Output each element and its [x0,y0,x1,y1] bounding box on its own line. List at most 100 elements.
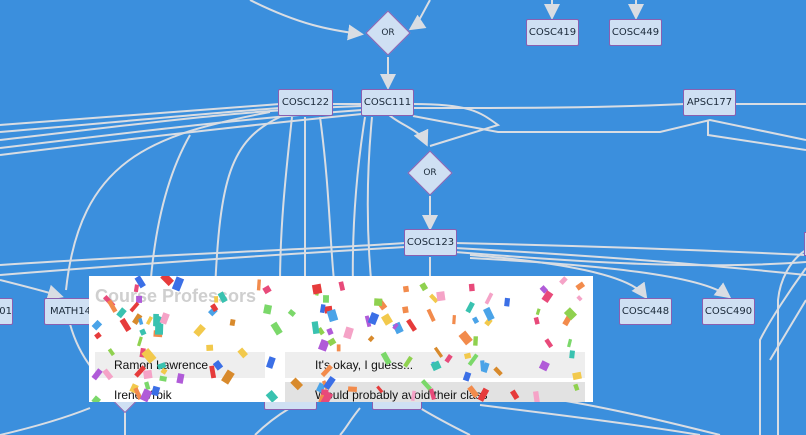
confetti-piece [322,295,329,303]
confetti-piece [343,326,354,340]
confetti-piece [154,323,164,335]
confetti-piece [429,293,439,304]
confetti-piece [119,317,132,332]
course-professors-popup: Course Professors Ramon Lawrence It's ok… [89,276,593,402]
confetti-piece [465,301,475,314]
confetti-piece [483,306,495,322]
course-node-math14x[interactable]: MATH14? [44,298,94,325]
professor-name: Irene Vrbik [114,388,172,402]
confetti-piece [367,311,380,326]
confetti-piece [472,316,480,325]
confetti-piece [153,330,163,338]
confetti-piece [576,295,583,302]
confetti-piece [116,307,127,319]
confetti-piece [402,306,409,314]
confetti-piece [392,321,404,335]
confetti-piece [315,287,321,296]
course-label: COSC122 [281,97,330,108]
confetti-piece [392,322,399,330]
course-node-cosc419[interactable]: COSC419 [526,19,579,46]
confetti-piece [535,308,541,316]
confetti-piece [374,298,383,307]
course-label: COSC449 [611,27,660,38]
confetti-piece [364,315,372,328]
confetti-piece [159,312,170,325]
or-gate-node[interactable]: OR [407,150,453,196]
or-gate-node[interactable]: OR [365,10,411,56]
popup-title: Course Professors [95,286,257,306]
confetti-piece [263,304,273,315]
course-node-offscreen[interactable] [804,232,806,256]
confetti-piece [206,344,214,351]
confetti-piece [317,327,325,336]
professor-comment: Would probably avoid their class [285,382,585,402]
course-node-cosc448[interactable]: COSC448 [619,298,672,325]
confetti-piece [208,306,218,317]
confetti-piece [468,283,475,292]
confetti-piece [336,344,341,352]
or-gate-label: OR [381,28,395,38]
confetti-piece [562,315,572,327]
confetti-piece [132,313,143,325]
confetti-piece [256,279,261,291]
course-node-cosc449[interactable]: COSC449 [609,19,662,46]
confetti-piece [406,318,417,332]
confetti-piece [319,304,326,314]
confetti-piece [484,292,494,305]
confetti-piece [436,291,446,302]
confetti-piece [381,313,393,326]
course-label: COSC419 [528,27,577,38]
confetti-piece [91,319,103,331]
confetti-piece [311,283,323,295]
confetti-piece [266,356,276,369]
confetti-piece [338,281,346,291]
confetti-piece [153,313,159,327]
confetti-piece [458,330,473,346]
confetti-piece [504,297,511,307]
confetti-piece [139,328,147,336]
course-node-cosc111[interactable]: COSC111 [361,89,414,116]
confetti-piece [402,285,410,293]
course-label: COSC448 [621,306,670,317]
confetti-piece [229,319,236,327]
confetti-piece [544,338,554,349]
course-label: MATH14? [50,306,94,317]
confetti-piece [160,276,174,287]
confetti-piece [326,327,334,336]
confetti-piece [539,285,549,294]
confetti-piece [327,337,337,347]
confetti-piece [145,316,153,326]
course-node-cosc122[interactable]: COSC122 [278,89,333,116]
confetti-piece [575,281,586,291]
confetti-piece [367,335,375,343]
course-label: APSC177 [686,97,733,108]
confetti-piece [541,290,554,304]
confetti-piece [426,308,436,322]
confetti-piece [326,309,339,323]
confetti-piece [262,285,272,295]
confetti-piece [270,321,283,336]
course-node-cosc123[interactable]: COSC123 [404,229,457,256]
confetti-piece [563,307,578,321]
course-node-cosc490[interactable]: COSC490 [702,298,755,325]
confetti-piece [473,336,478,346]
confetti-piece [533,316,540,325]
confetti-piece [311,321,320,335]
confetti-piece [484,317,493,327]
confetti-piece [265,390,279,402]
course-node-partial[interactable]: 01 [0,298,13,325]
course-node-apsc177[interactable]: APSC177 [683,89,736,116]
confetti-piece [317,339,330,352]
professor-comment: It's okay, I guess... [285,352,585,378]
confetti-piece [559,276,568,286]
confetti-piece [452,315,456,325]
confetti-piece [419,282,429,292]
confetti-piece [375,298,388,311]
or-gate-label: OR [423,168,437,178]
professor-name: Ramon Lawrence [95,352,265,378]
confetti-piece [138,318,144,325]
course-label: 01 [0,306,12,317]
confetti-piece [94,331,102,340]
confetti-piece [193,324,206,337]
course-label: COSC490 [704,306,753,317]
